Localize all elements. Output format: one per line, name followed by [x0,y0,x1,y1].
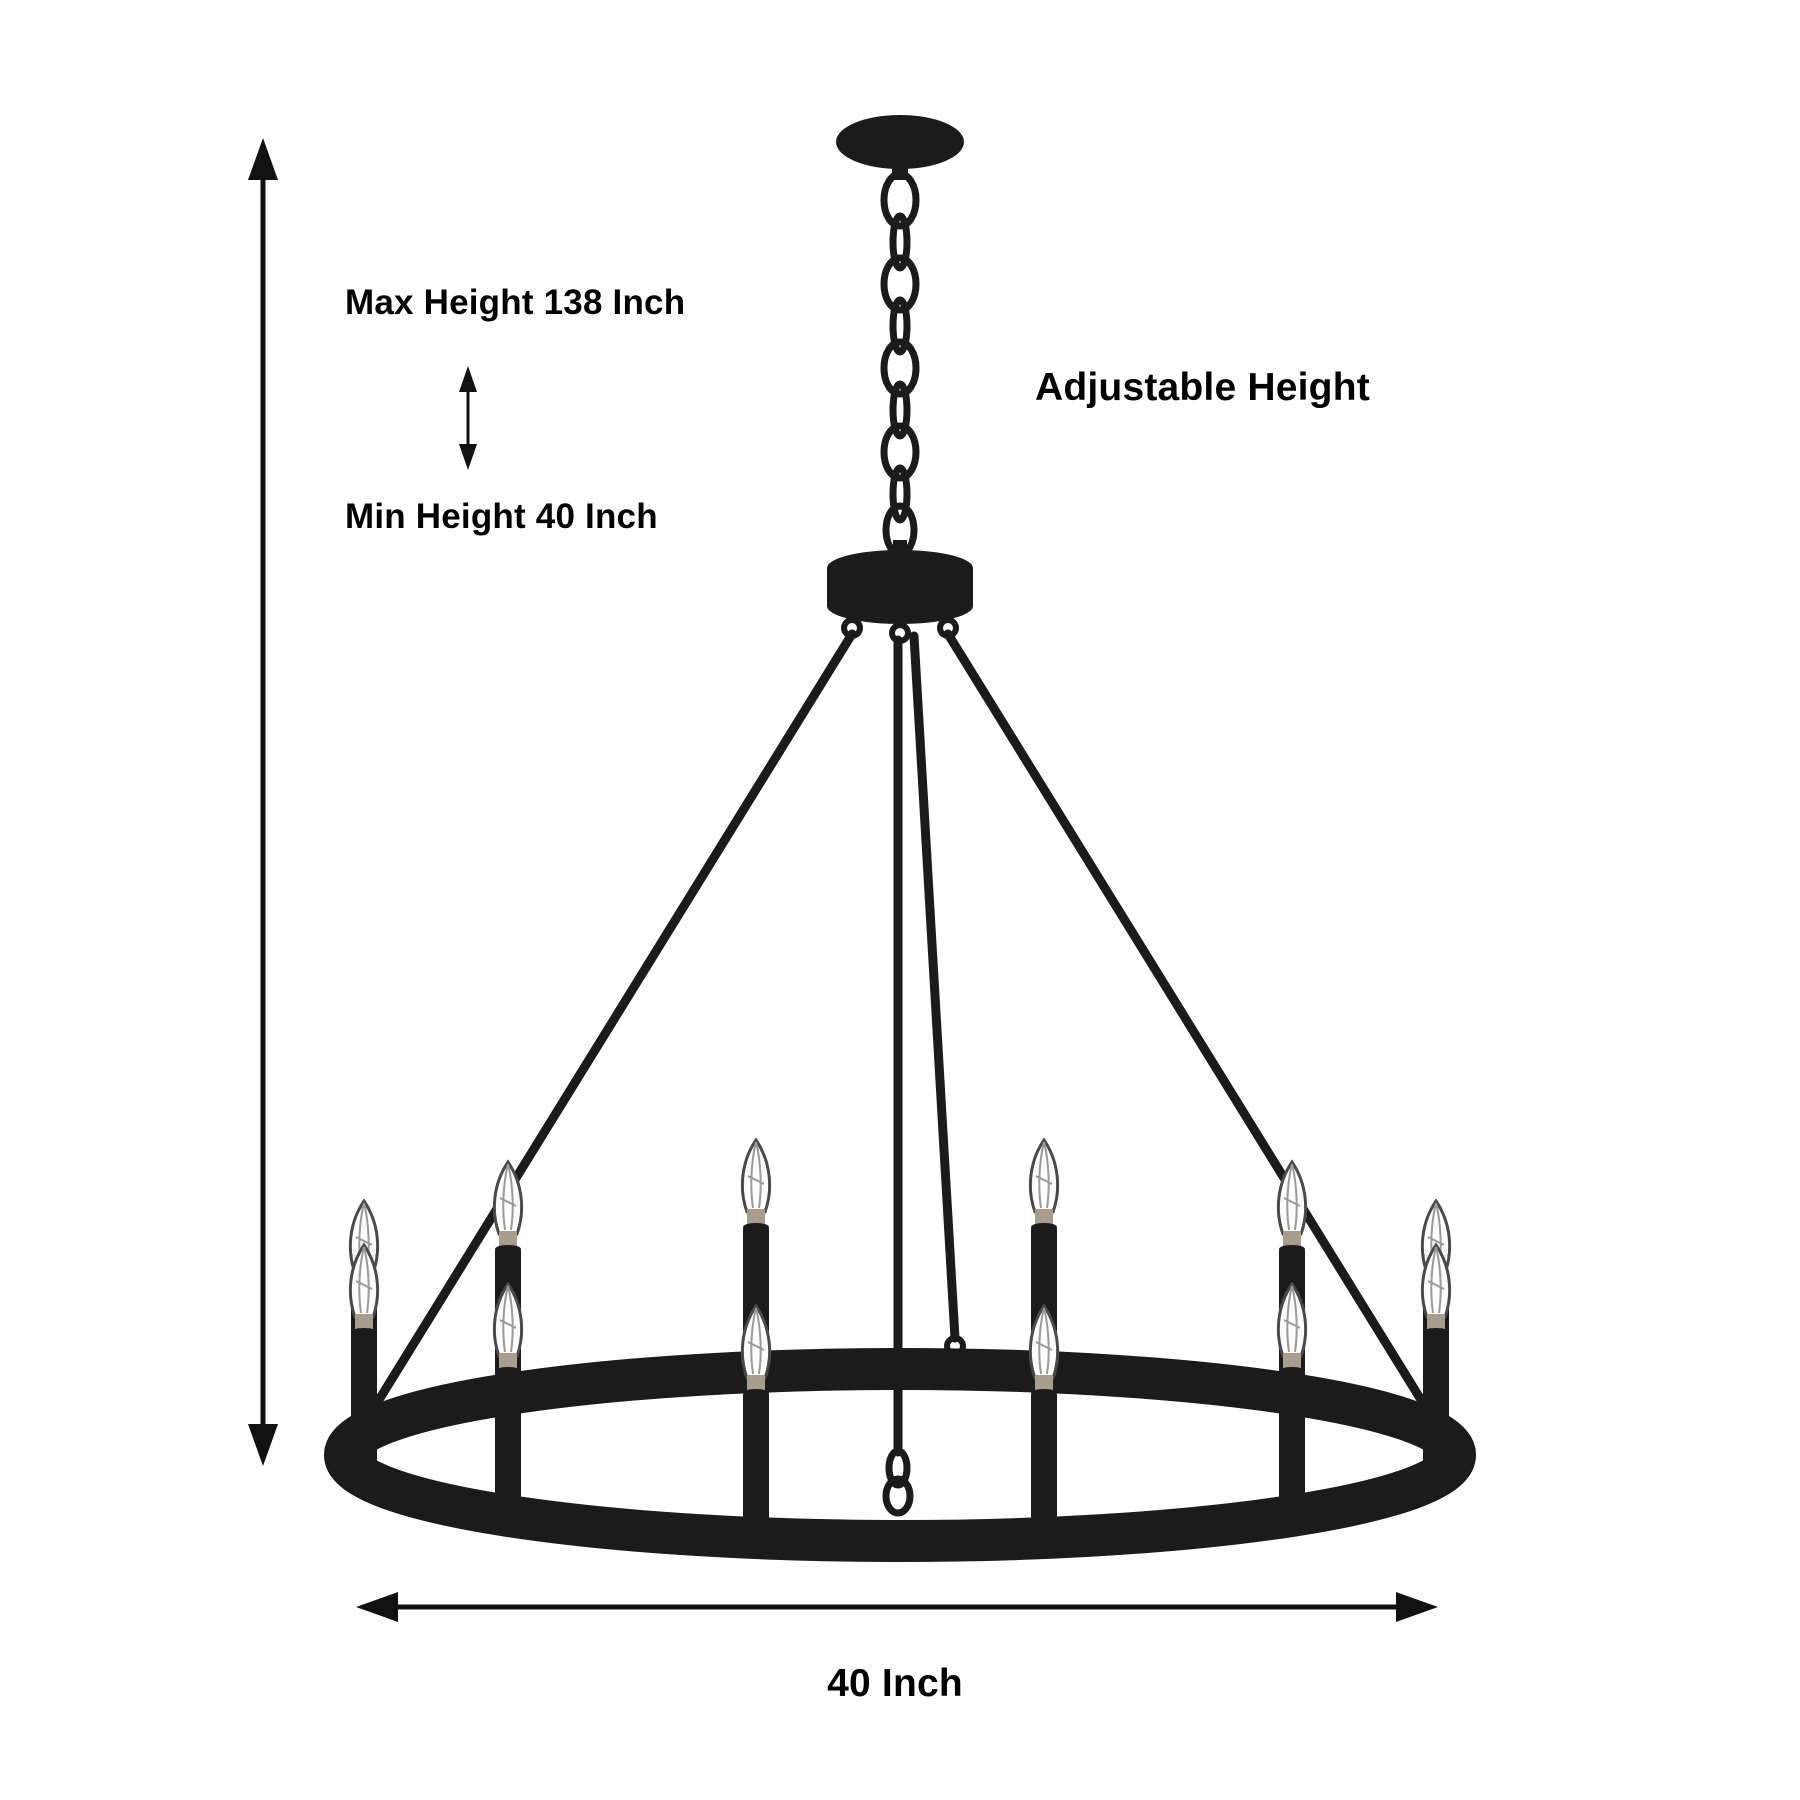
candle-light [1276,1282,1308,1522]
min-height-label: Min Height 40 Inch [345,497,658,536]
height-dimension-arrow [248,138,278,1466]
min-max-range-arrow [459,366,477,470]
hub-canopy [827,540,973,644]
width-dimension-arrow [356,1592,1438,1622]
candle-light [740,1304,772,1544]
adjustable-height-label: Adjustable Height [1035,366,1370,409]
max-height-label: Max Height 138 Inch [345,283,686,322]
width-label: 40 Inch [827,1662,963,1705]
ceiling-canopy [836,115,964,180]
candle-light [492,1282,524,1522]
candle-light [1420,1243,1452,1483]
wheel-ring [324,1348,1476,1562]
chandelier [324,115,1476,1562]
center-drop-links [882,1447,914,1517]
candle-light [1028,1304,1060,1544]
candle-light [348,1243,380,1483]
hanging-chain [880,170,920,558]
